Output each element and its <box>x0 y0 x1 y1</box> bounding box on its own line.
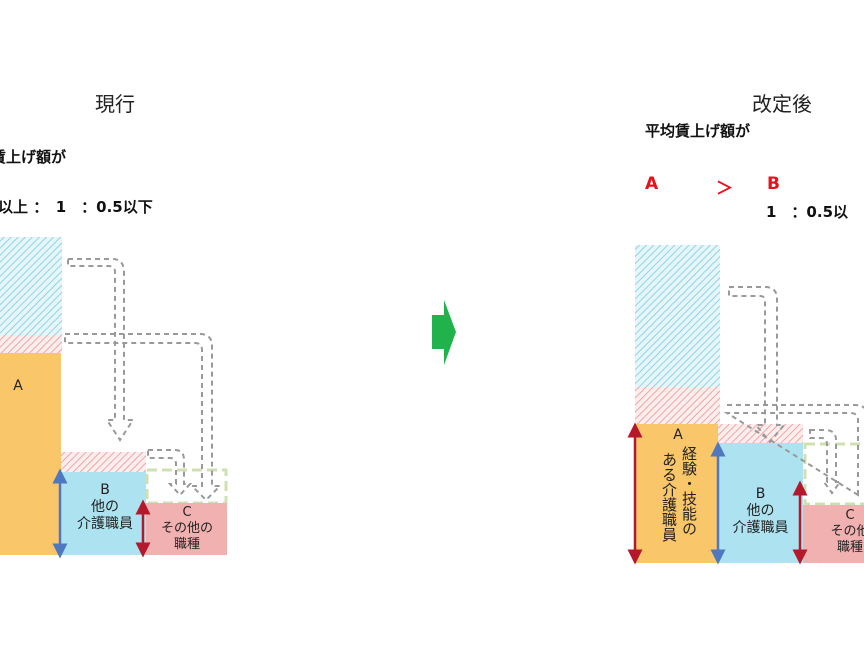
transition-arrow-icon <box>432 300 456 365</box>
current-bars <box>0 237 228 559</box>
revised-a-hatch-blue <box>635 245 720 387</box>
revised-dashed-arrow-to-c <box>723 404 864 497</box>
current-c-label: C <box>182 505 192 520</box>
revised-bars <box>627 245 864 565</box>
current-dashed-arrow-b-to-c <box>147 449 193 497</box>
revised-a-desc-col2: ある介護職員 <box>660 452 678 542</box>
revised-c-dashed-box <box>803 442 864 506</box>
revised-b-bar <box>718 443 803 563</box>
revised-c-label: C <box>845 508 855 523</box>
current-c-desc2: 職種 <box>173 537 200 552</box>
revised-dashed-arrow-to-b <box>728 286 787 444</box>
revised-dashed-arrow-b-to-c <box>809 429 842 495</box>
revised-c-desc1: その他 <box>830 524 864 539</box>
current-ratio: 以上 ： 1 ：0.5以下 <box>0 198 153 216</box>
current-c-desc1: その他の <box>160 521 213 536</box>
revised-c-text: C その他 職種 <box>810 508 864 556</box>
current-b-hatch-red <box>61 452 146 472</box>
current-a-label: A <box>13 378 23 394</box>
revised-c-bar <box>803 505 864 563</box>
revised-compare-op: ＞ <box>716 179 733 199</box>
revised-b-label: B <box>755 486 766 502</box>
revised-compare-a: A <box>645 174 659 194</box>
revised-a-desc-col1: 経験・技能の <box>680 446 698 536</box>
current-raise-heading: 賃上げ額が <box>0 148 67 166</box>
revised-ratio: 1 ：0.5以 <box>766 203 849 221</box>
revised-a-hatch-red <box>635 387 720 424</box>
current-c-bar <box>146 503 227 555</box>
current-a-hatch-red <box>0 335 62 353</box>
revised-compare-b: B <box>767 174 780 194</box>
current-a-hatch-blue <box>0 237 62 335</box>
current-title: 現行 <box>95 92 135 116</box>
current-c-text: C その他の 職種 <box>146 505 228 553</box>
revised-a-bar <box>635 424 718 563</box>
revised-b-desc1: 他の <box>746 503 775 519</box>
current-b-desc2: 介護職員 <box>77 516 133 532</box>
revised-a-label: A <box>673 427 683 443</box>
current-dashed-arrow-to-c <box>64 333 223 502</box>
revised-b-desc2: 介護職員 <box>732 520 789 536</box>
revised-b-text: B 他の 介護職員 <box>718 486 803 537</box>
revised-raise-heading: 平均賃上げ額が <box>645 122 751 140</box>
current-a-bar <box>0 353 61 555</box>
revised-c-desc2: 職種 <box>836 540 863 555</box>
current-b-label: B <box>100 482 110 498</box>
current-b-bar <box>61 472 146 555</box>
current-dashed-arrow-to-b <box>67 258 135 442</box>
current-b-desc1: 他の <box>91 499 119 515</box>
revised-title: 改定後 <box>752 92 812 116</box>
revised-b-hatch-red <box>718 424 803 443</box>
current-b-text: B 他の 介護職員 <box>64 482 146 533</box>
